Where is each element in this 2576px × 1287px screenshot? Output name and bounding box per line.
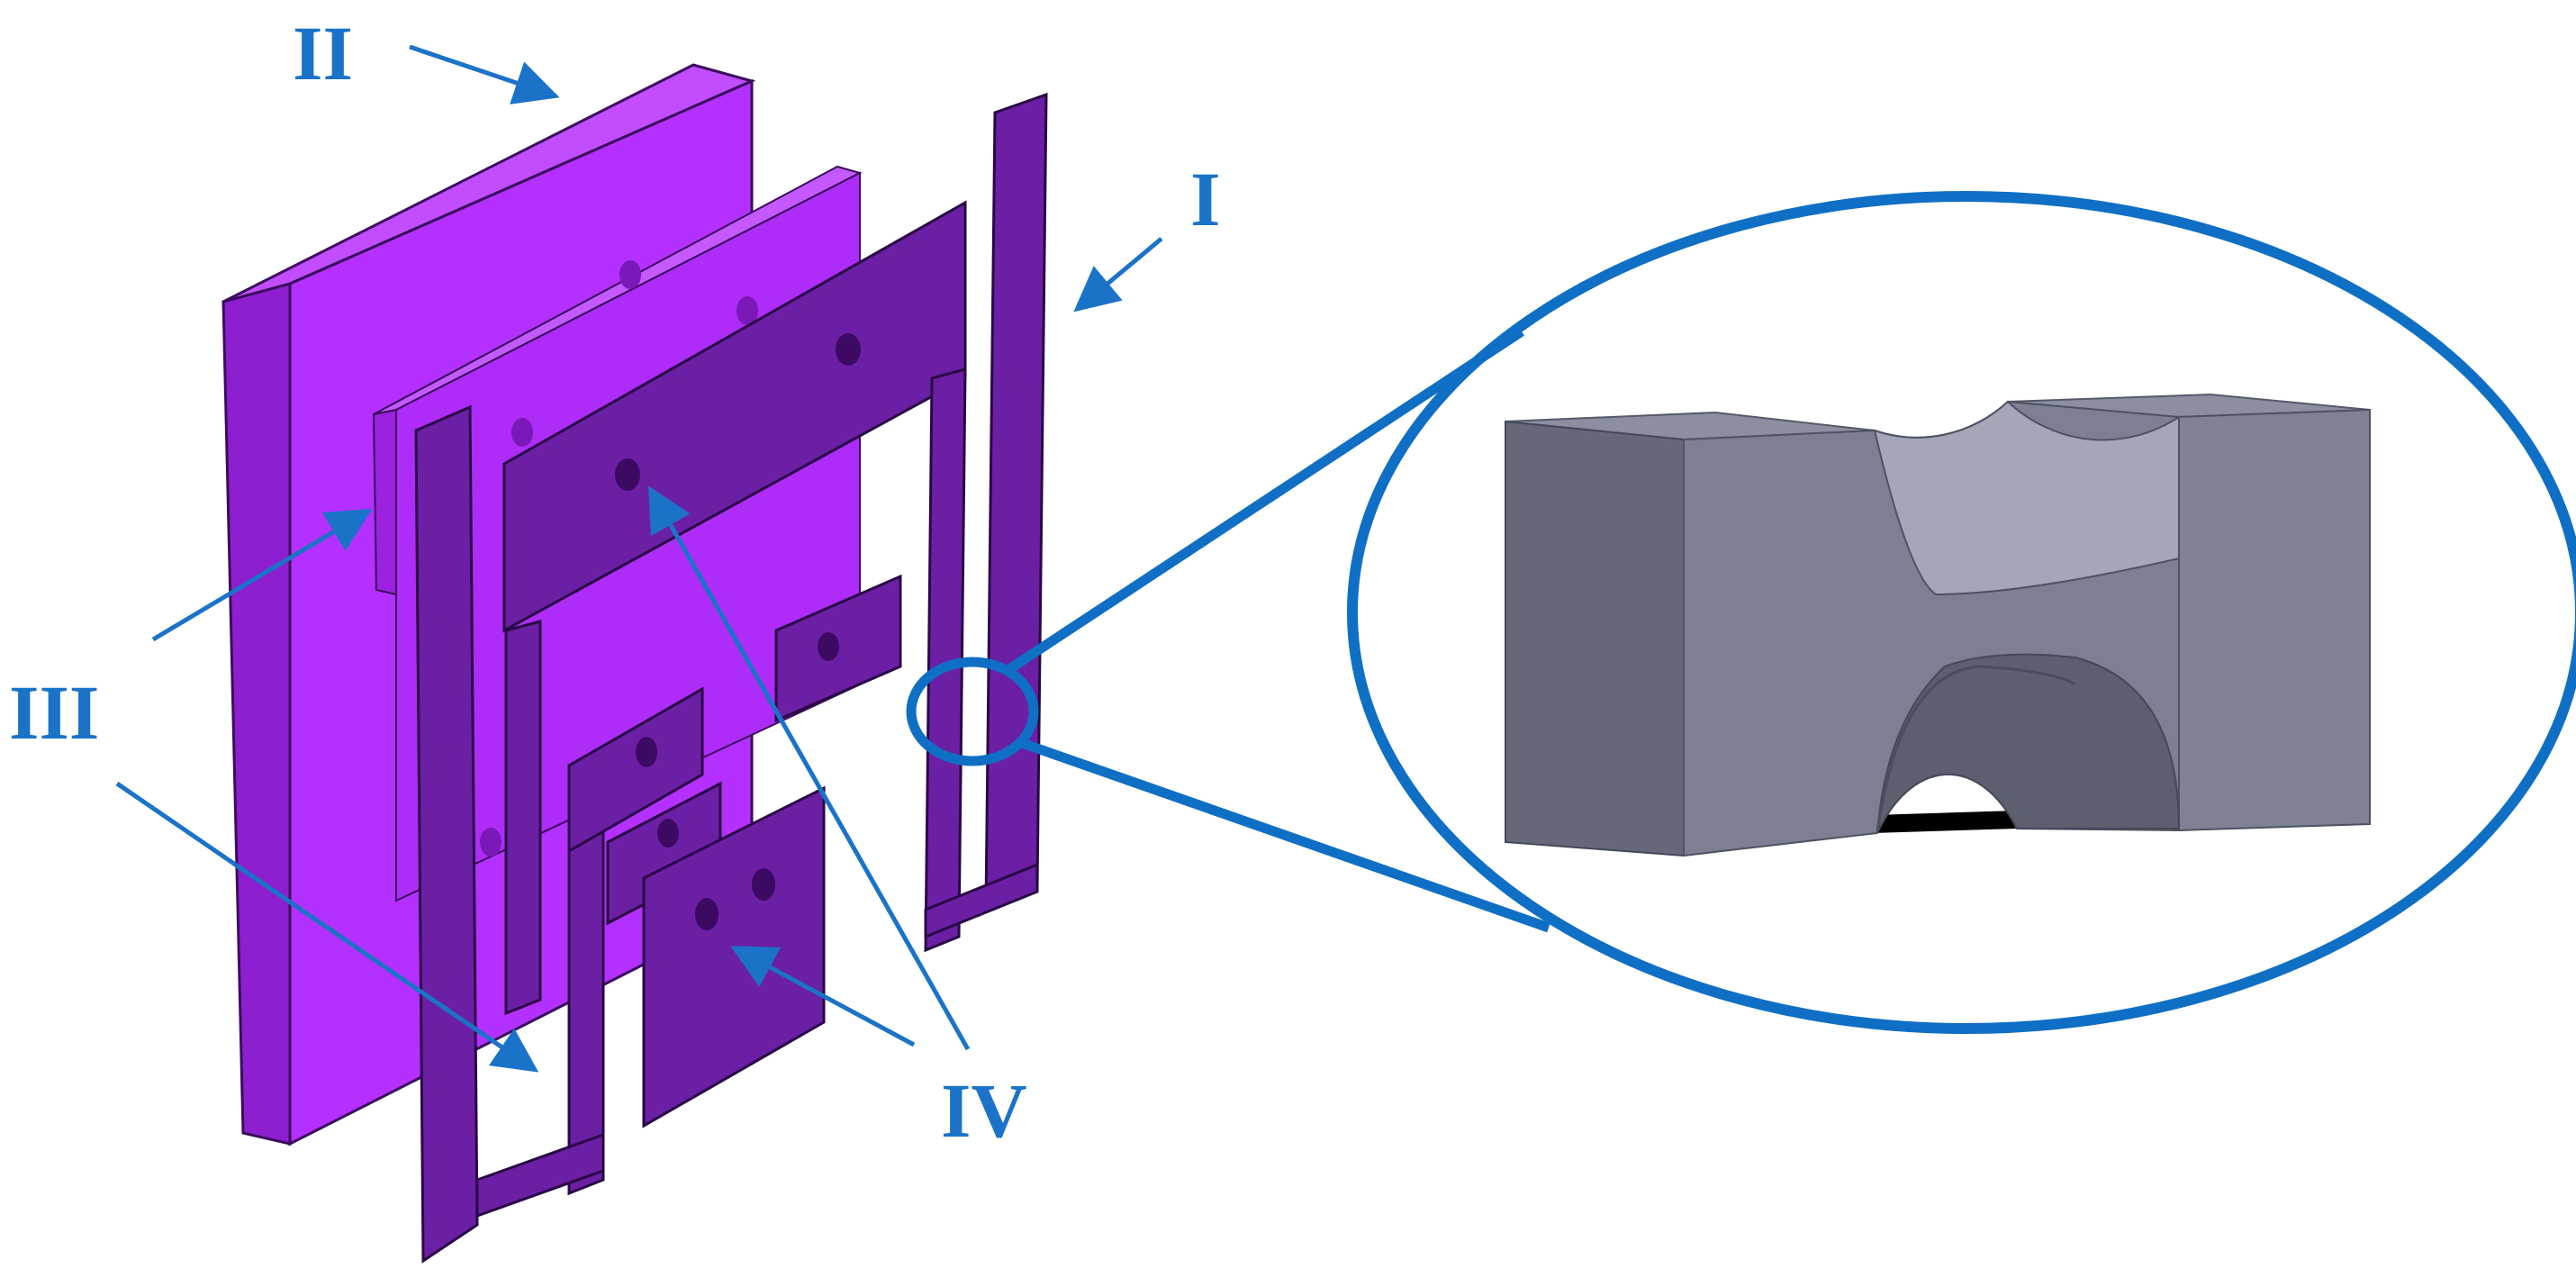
top-stage-hole (615, 458, 640, 491)
middle-plate-hole (511, 418, 533, 447)
callout-large-ellipse (1347, 191, 2576, 1034)
bottom-connector (475, 1132, 605, 1219)
step-plate-hole (657, 819, 679, 847)
arrow-II (409, 44, 560, 104)
right-flexure-bar (984, 92, 1048, 908)
hinge-right-face (2178, 408, 2371, 832)
arrow-I (1073, 237, 1163, 313)
inner-right-arm (924, 367, 967, 953)
left-flexure-bar (414, 404, 479, 1264)
callout-connector-bottom (1020, 738, 1550, 933)
hinge-upper-notch-surface (1873, 400, 2180, 596)
middle-plate-side (372, 408, 397, 596)
middle-plate-hole (480, 828, 502, 856)
label-II: II (293, 10, 353, 96)
labels: II I III IV (9, 10, 1220, 1154)
back-plate-side (221, 282, 292, 1146)
zoom-callout (906, 191, 2576, 1034)
hinge-block (1505, 393, 2371, 857)
lower-left-tab (567, 686, 704, 854)
middle-plate-hole (619, 260, 641, 289)
arrow-III-lower (115, 781, 539, 1073)
inner-left-arm (504, 620, 542, 1016)
right-bottom-connector (924, 862, 1039, 939)
hinge-shadow (1873, 811, 2017, 833)
flexure-frame (414, 92, 1048, 1264)
top-stage-hole (836, 333, 861, 366)
lower-left-tab-hole (636, 737, 657, 767)
right-tab-hole (818, 632, 839, 661)
arrow-III-upper (151, 508, 373, 642)
leader-lines (115, 44, 1163, 1073)
label-IV: IV (941, 1067, 1027, 1154)
callout-connector-top (1003, 327, 1525, 675)
bottom-stage-hole (752, 868, 775, 901)
bottom-stage-hole (695, 898, 719, 930)
arrow-IV-lower (730, 946, 916, 1047)
arrow-IV-upper (648, 485, 971, 1051)
label-I: I (1190, 156, 1220, 242)
middle-plate-hole (737, 296, 758, 325)
hinge-left-face (1505, 420, 1685, 857)
callout-small-circle (906, 657, 1039, 766)
hinge-lower-notch-surface (1876, 653, 2181, 834)
label-III: III (9, 669, 99, 756)
hinge-lower-arch (1876, 665, 2076, 834)
